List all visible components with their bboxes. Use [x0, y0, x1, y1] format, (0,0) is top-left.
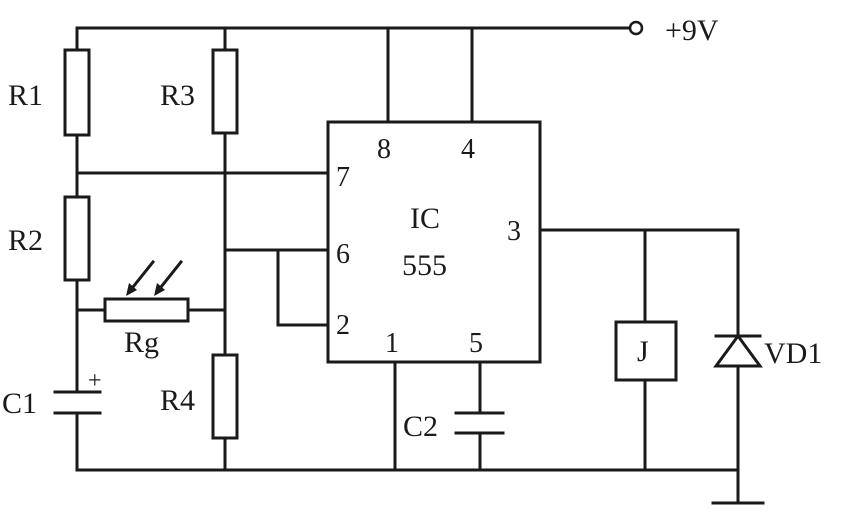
supply-terminal — [628, 20, 644, 36]
r2-label: R2 — [8, 224, 43, 257]
supply-rail — [75, 20, 644, 36]
ic-555-body — [326, 120, 542, 364]
r3-label: R3 — [160, 79, 195, 112]
ic-name-label: IC — [410, 202, 440, 235]
pin-8-label: 8 — [377, 134, 391, 165]
capacitor-c1 — [53, 390, 102, 415]
light-arrows-icon — [126, 259, 184, 296]
ic-part-label: 555 — [402, 249, 447, 282]
resistor-r3 — [211, 48, 239, 135]
supply-label: +9V — [665, 14, 719, 47]
diode-vd1 — [713, 228, 763, 502]
rg-label: Rg — [124, 326, 159, 359]
ground-rail — [75, 468, 765, 505]
pin-6-label: 6 — [336, 239, 350, 270]
relay-label: J — [637, 335, 649, 368]
photoresistor-rg — [75, 259, 227, 323]
diode-label: VD1 — [764, 337, 822, 370]
ic-connections — [75, 26, 740, 472]
pin-4-label: 4 — [461, 134, 475, 165]
r1-label: R1 — [8, 79, 43, 112]
resistor-r2 — [63, 195, 91, 282]
pin-5-label: 5 — [469, 328, 483, 359]
c1-label: C1 — [2, 387, 37, 420]
capacitor-c2 — [454, 411, 505, 435]
c1-polarity-mark: + — [88, 368, 102, 394]
resistor-r4 — [211, 353, 239, 440]
c2-label: C2 — [403, 410, 438, 443]
r4-label: R4 — [160, 384, 195, 417]
pin-3-label: 3 — [507, 216, 521, 247]
relay-j — [614, 228, 678, 472]
resistor-r1 — [63, 48, 91, 137]
pin-7-label: 7 — [336, 162, 350, 193]
pin-2-label: 2 — [336, 310, 350, 341]
pin-1-label: 1 — [385, 328, 399, 359]
